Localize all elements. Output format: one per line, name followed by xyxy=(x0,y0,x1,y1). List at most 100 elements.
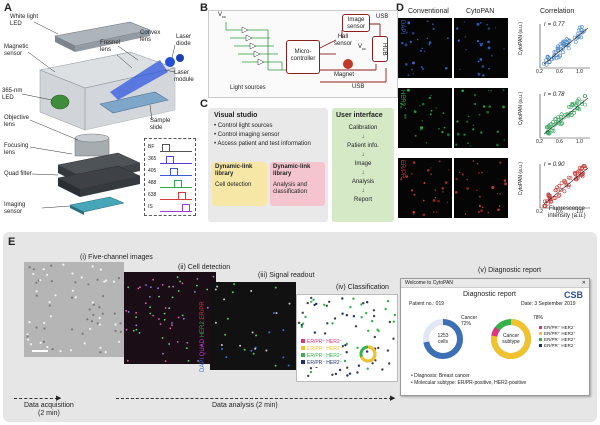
cell-dot xyxy=(125,328,128,331)
legend-text: ER/PR⁺ HER2⁺ xyxy=(307,346,343,352)
cell-dot xyxy=(503,139,506,141)
acq-timeline xyxy=(14,398,58,399)
cell-dot xyxy=(326,322,329,325)
cell-dot xyxy=(88,308,91,311)
channel-pulse xyxy=(174,180,182,187)
cell-dot xyxy=(254,347,257,350)
cell-dot xyxy=(372,309,376,312)
cell-dot xyxy=(497,208,500,212)
cell-dot xyxy=(225,356,228,359)
cell-dot xyxy=(446,37,449,40)
correlation-r: r = 0.78 xyxy=(544,92,565,98)
cell-dot xyxy=(412,212,415,215)
cell-dot xyxy=(71,272,74,275)
legend-text: ER/PR⁺ HER2⁻ xyxy=(544,325,576,330)
cell-dot xyxy=(46,273,49,276)
cell-dot xyxy=(118,340,121,343)
scatter-point xyxy=(556,48,560,52)
cell-dot xyxy=(250,349,253,352)
cell-dot xyxy=(444,181,448,184)
cell-dot xyxy=(132,329,135,332)
cell-dot xyxy=(87,283,90,286)
cell-dot xyxy=(197,360,199,362)
cell-dot xyxy=(426,20,429,23)
cell-dot xyxy=(344,344,347,347)
cell-dot xyxy=(114,329,117,333)
cell-dot xyxy=(435,107,437,109)
fit-line xyxy=(543,167,589,205)
scatter-point xyxy=(568,176,573,181)
cell-dot xyxy=(172,285,174,288)
cell-dot xyxy=(496,130,499,133)
cell-dot xyxy=(99,268,102,271)
x-tick: 1.0 xyxy=(576,139,583,145)
cell-dot xyxy=(360,316,363,319)
signal-readout-image xyxy=(210,282,296,370)
cell-dot xyxy=(345,351,348,354)
cell-dot xyxy=(144,302,147,305)
cell-dot xyxy=(171,324,173,326)
scatter-point xyxy=(559,112,564,117)
user-interface-box: User interface Calibration↓Patient info.… xyxy=(332,108,394,222)
cell-dot xyxy=(91,301,94,304)
cell-dot xyxy=(74,296,77,299)
cell-dot xyxy=(442,191,444,193)
cell-dot xyxy=(416,38,419,41)
cell-dot xyxy=(98,316,101,320)
scatter-point xyxy=(562,189,567,194)
fit-line xyxy=(543,97,589,135)
cell-dot xyxy=(348,372,352,375)
cell-dot xyxy=(352,297,355,300)
cell-dot xyxy=(421,120,423,122)
cell-dot xyxy=(345,314,349,317)
label-laser-diode: Laser diode xyxy=(176,34,192,47)
cell-dot xyxy=(39,341,42,344)
visual-studio-item: • Control imaging sensor xyxy=(214,132,280,138)
window-close-button[interactable]: ✕ xyxy=(581,280,586,286)
cell-dot xyxy=(423,199,425,202)
cell-dot xyxy=(399,106,403,109)
cell-dot xyxy=(461,89,464,92)
signal-label-quad: QUAD xyxy=(200,338,206,357)
cell-dot xyxy=(182,317,185,320)
channel-baseline xyxy=(160,163,192,164)
cell-dot xyxy=(487,211,489,214)
cell-dot xyxy=(482,74,485,77)
scatter-point xyxy=(548,197,553,202)
panel-label-a: A xyxy=(4,2,12,14)
donut2-label: 78% xyxy=(533,315,544,321)
cell-dot xyxy=(432,27,435,30)
label-magnetic-sensor: Magnetic sensor xyxy=(4,44,29,57)
cell-dot xyxy=(309,370,313,374)
conventional-image-erpr xyxy=(398,158,452,218)
scatter-point xyxy=(576,34,581,39)
step-diagnostic-report: (v) Diagnostic report xyxy=(478,267,542,274)
cell-dot xyxy=(135,328,138,331)
legend-swatch xyxy=(301,346,305,350)
cell-dot xyxy=(404,63,408,66)
cell-dot xyxy=(206,288,209,291)
magnet-label: Magnet xyxy=(334,72,355,78)
cell-dot xyxy=(323,332,327,335)
cell-dot xyxy=(401,103,404,106)
scatter-axes xyxy=(539,94,590,139)
cell-dot xyxy=(376,328,379,331)
channel-label: 365 xyxy=(148,156,157,162)
legend-swatch xyxy=(539,338,542,341)
cell-dot xyxy=(275,312,278,315)
scatter-point xyxy=(577,28,581,33)
cell-dot xyxy=(80,276,83,279)
cell-dot xyxy=(472,160,475,162)
cell-dot xyxy=(309,367,313,370)
cell-dot xyxy=(102,295,105,298)
cell-dot xyxy=(90,320,93,323)
cell-dot xyxy=(149,295,151,298)
cell-dot xyxy=(328,300,331,303)
scale-bar xyxy=(32,350,48,352)
cell-dot xyxy=(26,333,29,336)
scatter-point xyxy=(579,35,584,40)
cell-dot xyxy=(96,322,99,325)
cell-dot xyxy=(411,32,415,35)
cell-dot xyxy=(441,131,444,134)
scatter-point xyxy=(545,201,550,206)
